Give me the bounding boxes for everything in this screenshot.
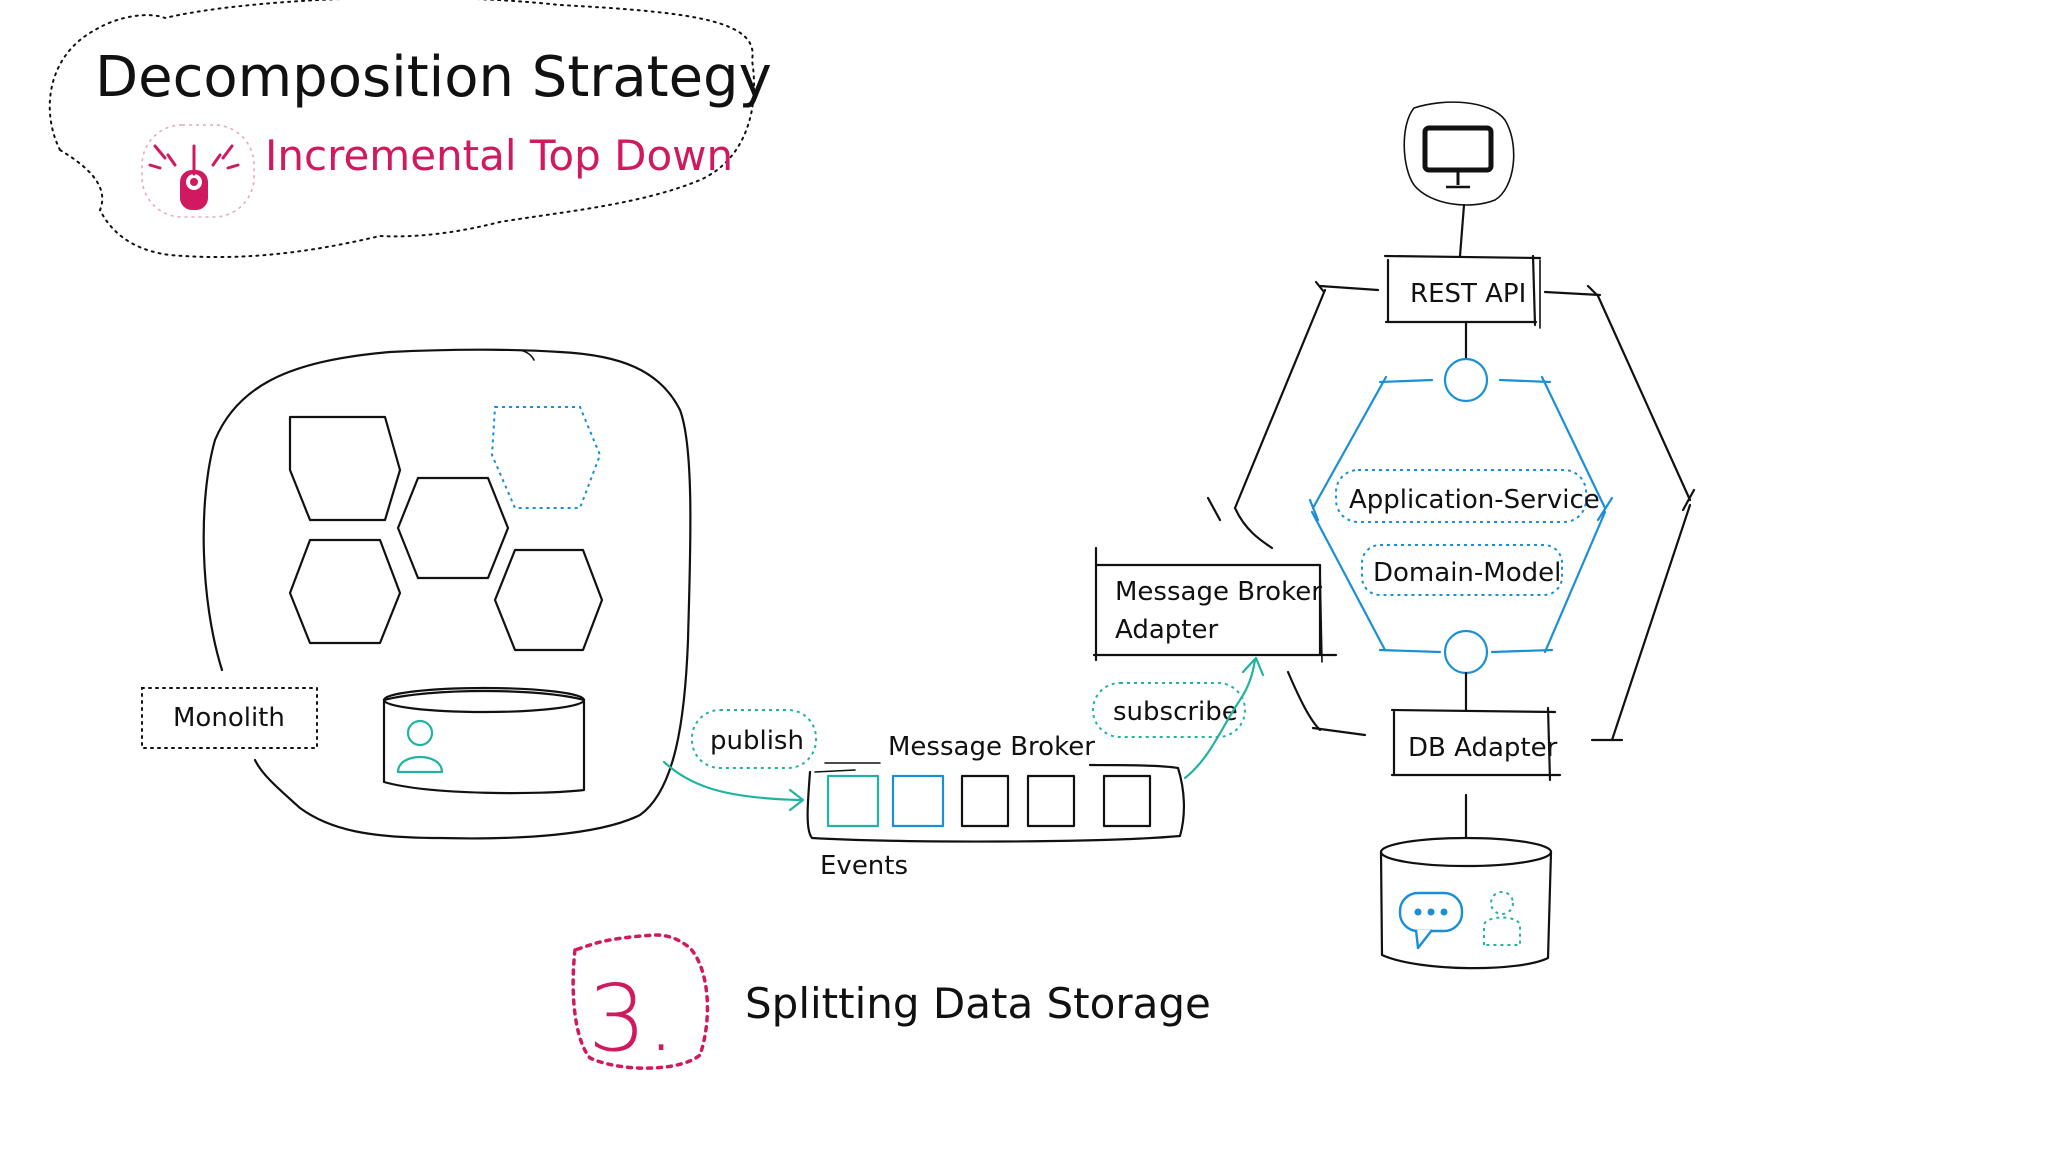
monolith-label-box [141, 687, 318, 749]
application-service-box [1335, 469, 1587, 523]
event-box-4 [1026, 774, 1076, 828]
service-hexagon-1 [288, 415, 402, 522]
publish-label: publish [710, 726, 804, 756]
publish-group: publish [662, 709, 817, 812]
chat-bubble-icon [1398, 891, 1464, 950]
subscribe-bubble [1092, 682, 1246, 738]
client-circle [1403, 101, 1515, 206]
rest-api-label: REST API [1410, 279, 1526, 309]
step-number: 3. [588, 965, 676, 1072]
step-badge-outline [571, 933, 710, 1070]
event-box-2 [891, 774, 945, 828]
message-broker-adapter: Message Broker Adapter [1092, 546, 1338, 663]
step-indicator: 3. Splitting Data Storage [571, 933, 1211, 1072]
domain-model-box [1361, 544, 1563, 596]
step-label: Splitting Data Storage [745, 979, 1211, 1028]
message-broker-queue [806, 763, 1186, 843]
title-cloud-outline [48, 0, 756, 259]
message-broker-group: Message Broker Events [806, 732, 1186, 881]
publish-bubble [691, 709, 817, 769]
service-database [1379, 836, 1553, 970]
service-hexagon-4 [493, 548, 604, 652]
message-broker-label: Message Broker [888, 732, 1095, 762]
user-icon [1483, 891, 1521, 946]
user-icon [396, 719, 444, 774]
title-cloud: Decomposition Strategy Incremental Top D… [48, 0, 772, 259]
events-label: Events [820, 851, 908, 881]
db-adapter: DB Adapter [1390, 706, 1562, 840]
domain-model-label: Domain-Model [1373, 558, 1561, 588]
monolith-blob-outline [202, 348, 692, 840]
monitor-icon [1422, 125, 1494, 189]
monolith-group: Monolith [141, 348, 692, 840]
transmitter-icon [141, 124, 255, 218]
message-broker-adapter-line1: Message Broker [1115, 577, 1322, 607]
subscribe-group: subscribe [1092, 656, 1265, 780]
monolith-database [382, 686, 586, 795]
event-box-3 [960, 774, 1010, 828]
service-hexagon-3 [288, 538, 402, 645]
monolith-label: Monolith [173, 703, 285, 733]
page-title: Decomposition Strategy [95, 45, 772, 110]
db-adapter-label: DB Adapter [1408, 733, 1558, 763]
message-broker-adapter-line2: Adapter [1115, 615, 1218, 645]
service-hexagon-2 [396, 476, 510, 580]
client-group [1403, 101, 1515, 258]
application-service-label: Application-Service [1349, 485, 1600, 515]
subscribe-arrow [1183, 658, 1257, 780]
event-box-5 [1102, 774, 1152, 828]
rest-port [1443, 357, 1489, 403]
service-hexagon-extracted [490, 406, 602, 509]
db-port [1443, 629, 1489, 675]
rest-api-adapter: REST API [1383, 254, 1542, 360]
event-box-1 [826, 774, 880, 828]
page-subtitle: Incremental Top Down [265, 131, 733, 180]
publish-arrow [662, 760, 802, 802]
subscribe-label: subscribe [1113, 697, 1238, 727]
microservice-inner-hexagon: Application-Service Domain-Model [1308, 357, 1614, 712]
microservice-outer-hexagon [1206, 280, 1696, 742]
